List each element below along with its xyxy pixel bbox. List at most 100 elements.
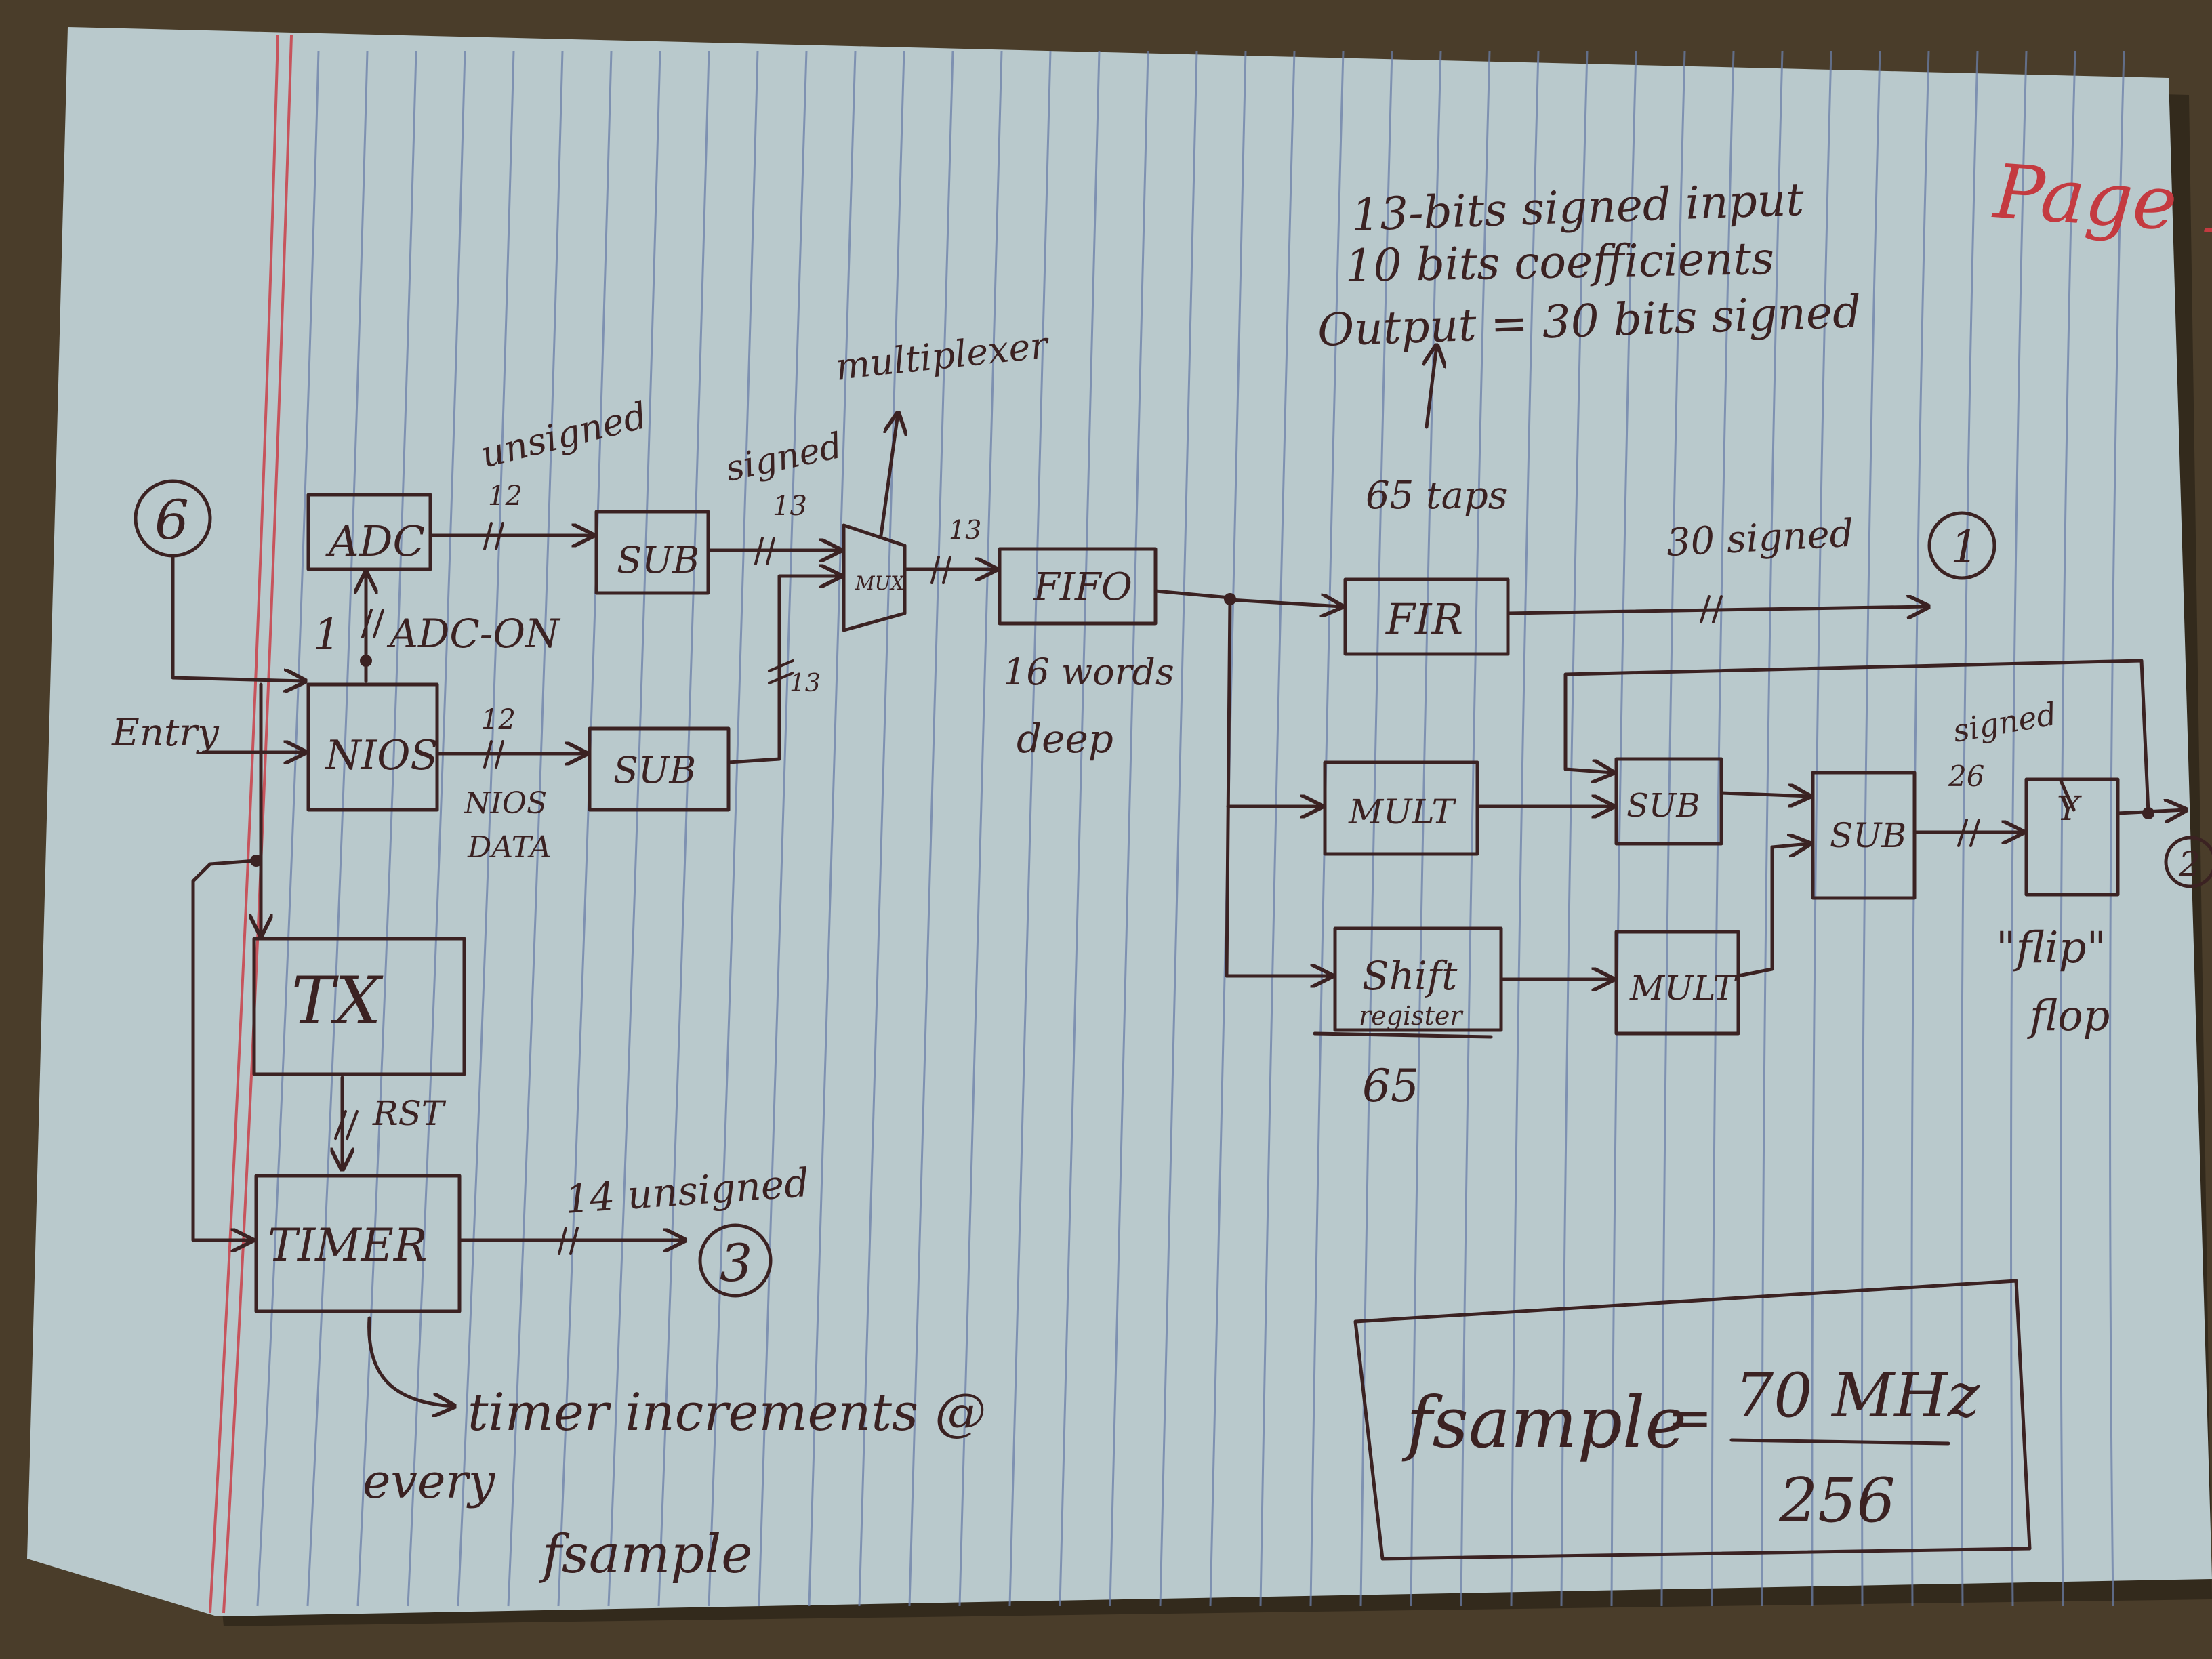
connector-2-label: 2 xyxy=(2178,844,2200,884)
fir-block xyxy=(1343,577,1510,656)
ruled-line xyxy=(356,50,417,1607)
flip-flop-label-1: "flip" xyxy=(1996,923,2106,973)
ruled-line xyxy=(958,50,1003,1607)
mult-bottom-block xyxy=(1614,930,1740,1036)
sub-width-label: 13 xyxy=(773,491,807,522)
ruled-line xyxy=(1109,50,1149,1607)
ruled-line xyxy=(1711,50,1735,1607)
timer-label: TIMER xyxy=(268,1219,428,1271)
fsample-label: fsample xyxy=(1401,1381,1687,1464)
timer-note-3: fsample xyxy=(539,1524,752,1585)
ruled-line xyxy=(708,50,759,1607)
wire-multbottom-subright xyxy=(1736,844,1809,978)
register-label: register xyxy=(1359,1001,1464,1031)
ruled-line xyxy=(1861,50,1881,1607)
mux-block xyxy=(842,523,907,632)
margin-lines xyxy=(209,35,293,1614)
entry-label: Entry xyxy=(111,711,220,755)
fir-out-label: 30 signed xyxy=(1665,512,1855,565)
mux-label: MUX xyxy=(855,572,905,594)
timer-note-2: every xyxy=(363,1454,496,1509)
ruled-line xyxy=(1510,50,1540,1607)
fifo-depth-label-2: deep xyxy=(1017,716,1113,762)
ruled-line xyxy=(1460,50,1491,1607)
ruled-line xyxy=(908,50,954,1607)
underline-shift xyxy=(1313,1031,1493,1039)
wire-multiplexer-label xyxy=(879,413,898,537)
connector-1-label: 1 xyxy=(1950,521,1979,573)
nios-width-label: 12 xyxy=(481,704,516,735)
fir-label: FIR xyxy=(1385,594,1463,644)
flip-flop-label: Y xyxy=(2057,789,2082,828)
ruled-line xyxy=(1610,50,1637,1607)
flip-flop-block xyxy=(2024,777,2120,897)
flipflop-notch xyxy=(2058,777,2076,812)
ruled-line xyxy=(1761,50,1784,1607)
ruled-line xyxy=(1059,50,1101,1607)
timer-note-1: timer increments @ xyxy=(468,1382,986,1442)
connector-6-label: 6 xyxy=(155,489,189,552)
taps-label: 65 taps xyxy=(1366,474,1508,518)
connector-1 xyxy=(1927,511,1996,580)
connector-2 xyxy=(2164,836,2212,888)
ruled-line xyxy=(1359,50,1393,1607)
fifo-depth-label-1: 16 words xyxy=(1003,651,1174,693)
sub-nios-block xyxy=(588,726,731,812)
nios-data-label-1: NIOS xyxy=(464,786,547,821)
sub-top-label: SUB xyxy=(617,539,699,581)
fraction-bar xyxy=(1729,1438,1950,1446)
ruled-line xyxy=(407,50,466,1607)
page-label: Page 1 xyxy=(1990,148,2212,252)
wire-spec-arrow xyxy=(1427,346,1437,429)
fifo-label: FIFO xyxy=(1033,565,1132,609)
ruled-line xyxy=(457,50,515,1607)
nios-data-label-2: DATA xyxy=(467,830,551,865)
tx-block xyxy=(252,937,466,1076)
sub-right-label: SUB xyxy=(1830,816,1906,855)
shift-label: Shift xyxy=(1362,953,1458,999)
ruled-line xyxy=(2109,50,2125,1607)
equals-label: = xyxy=(1667,1387,1713,1450)
nios-label: NIOS xyxy=(324,732,438,779)
wire-input6-nios xyxy=(171,554,305,681)
tx-label: TX xyxy=(291,963,384,1039)
fifo-block xyxy=(998,547,1158,626)
ruled-line xyxy=(1259,50,1296,1607)
wire-fifo-node xyxy=(1153,589,1232,600)
connector-6 xyxy=(134,479,212,558)
fsample-box xyxy=(1353,1279,2032,1561)
ruled-line xyxy=(1960,50,1979,1607)
nios-sub-width-label: 13 xyxy=(790,670,821,697)
sub-nios-label: SUB xyxy=(613,749,696,792)
ruled-line xyxy=(1660,50,1686,1607)
wire-node-fir xyxy=(1228,600,1342,607)
ruled-line xyxy=(306,50,369,1607)
ruled-line xyxy=(607,50,661,1607)
adc-on-width-label: 1 xyxy=(313,610,341,660)
ruled-line xyxy=(2060,50,2076,1607)
junction-dots xyxy=(250,593,2154,867)
spec-line-2: 10 bits coefficients xyxy=(1345,232,1775,292)
adc-width-label: 12 xyxy=(488,480,523,512)
sub-right-width-label: 26 xyxy=(1948,760,1984,793)
nios-block xyxy=(306,682,439,812)
ruled-line xyxy=(858,50,905,1607)
connector-3 xyxy=(698,1223,773,1298)
wire-submid-subright xyxy=(1719,793,1809,796)
ruled-line xyxy=(657,50,710,1607)
mux-out-width-label: 13 xyxy=(949,515,981,545)
sub-mid-label: SUB xyxy=(1626,787,1700,825)
ruled-lines xyxy=(256,50,2125,1607)
ruled-line xyxy=(1811,50,1832,1607)
connector-3-label: 3 xyxy=(720,1233,752,1293)
adc-on-label: ADC-ON xyxy=(386,611,561,657)
bus-width-marks xyxy=(334,522,1980,1255)
wire-feedback xyxy=(1563,659,2150,815)
adc-block xyxy=(306,493,432,571)
ruled-line xyxy=(1410,50,1442,1607)
freq-numerator: 70 MHz xyxy=(1735,1360,1980,1431)
wire-node-bus xyxy=(1225,598,1232,978)
flip-flop-label-2: flop xyxy=(2027,991,2110,1040)
mult-top-label: MULT xyxy=(1348,792,1456,832)
